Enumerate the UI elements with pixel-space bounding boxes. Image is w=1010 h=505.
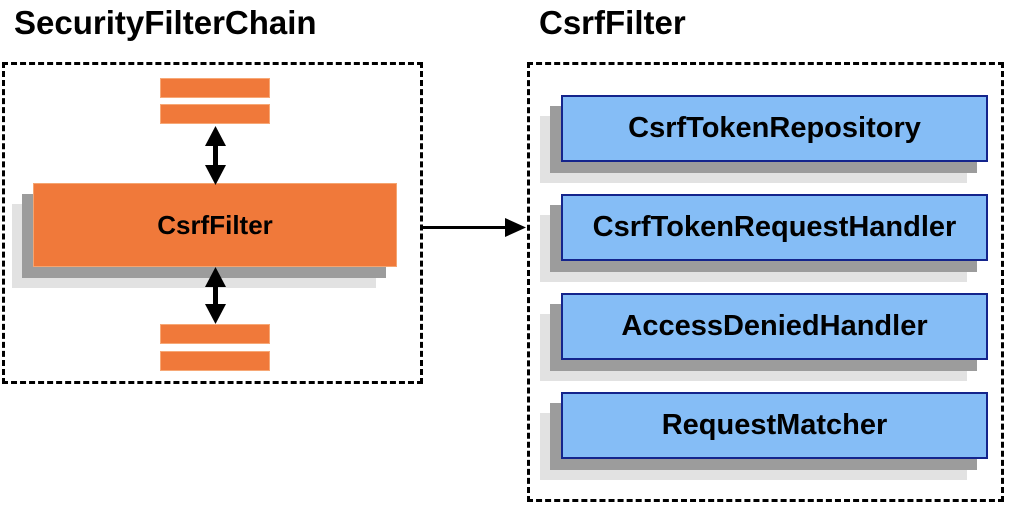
csrf-filter-title: CsrfFilter (539, 4, 686, 41)
component-box-access-denied-handler: AccessDeniedHandler (561, 293, 988, 360)
filter-placeholder-bar (160, 324, 270, 344)
filter-placeholder-bar (160, 78, 270, 98)
security-filter-chain-container (2, 62, 423, 384)
component-label: RequestMatcher (661, 409, 888, 441)
security-filter-chain-title: SecurityFilterChain (14, 4, 317, 41)
csrf-filter-node-label: CsrfFilter (157, 209, 273, 240)
component-box-csrf-token-repository: CsrfTokenRepository (561, 95, 988, 162)
filter-placeholder-bar (160, 104, 270, 124)
component-box-request-matcher: RequestMatcher (561, 392, 988, 459)
flow-arrow-icon (422, 218, 526, 237)
component-box-csrf-token-request-handler: CsrfTokenRequestHandler (561, 194, 988, 261)
filter-placeholder-bar (160, 351, 270, 371)
csrf-filter-node: CsrfFilter (33, 183, 397, 267)
component-label: CsrfTokenRequestHandler (592, 211, 957, 243)
component-label: CsrfTokenRepository (628, 112, 921, 144)
csrf-filter-components-container (527, 62, 1004, 502)
component-label: AccessDeniedHandler (621, 310, 928, 342)
